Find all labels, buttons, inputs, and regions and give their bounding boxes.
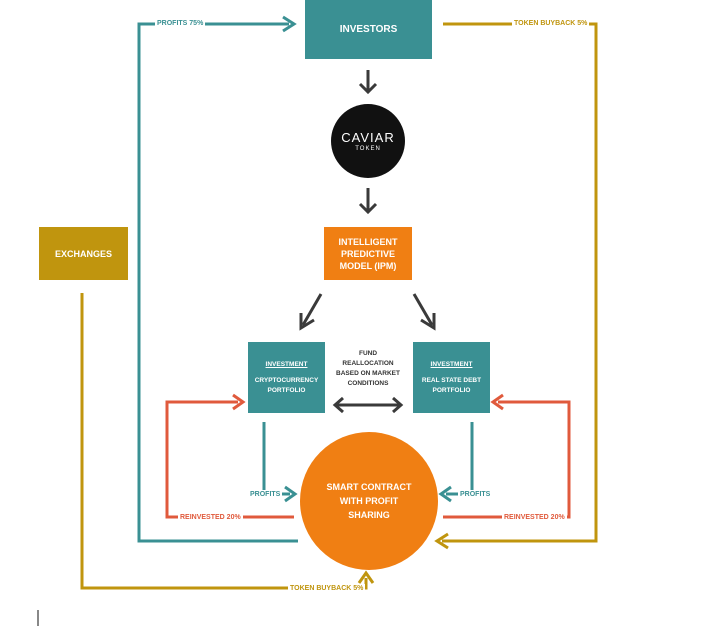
fund-line-3: BASED ON MARKET (336, 370, 400, 377)
ipm-line-2: PREDICTIVE (340, 248, 395, 259)
fund-reallocation-text: FUND REALLOCATION BASED ON MARKET CONDIT… (326, 347, 410, 391)
smart-line-2: WITH PROFIT (339, 496, 399, 506)
smart-line-3: SHARING (348, 510, 390, 520)
ipm-box: INTELLIGENT PREDICTIVE MODEL (IPM) (324, 227, 412, 280)
profits-right-label: PROFITS (458, 490, 493, 499)
investors-box: INVESTORS (305, 0, 432, 59)
token-to-ipm-arrowhead (358, 202, 378, 215)
reinvested-right-connector (443, 400, 571, 519)
reinvested-left-arrowhead (232, 393, 246, 411)
profits-75-connector (137, 22, 298, 543)
ipm-line-1: INTELLIGENT (338, 236, 398, 247)
token-buyback-top-arrowhead (434, 532, 449, 550)
reinvested-left-label: REINVESTED 20% (178, 513, 243, 522)
fund-reallocation-right-head (392, 396, 404, 414)
realestate-profits-connector (446, 422, 474, 496)
ipm-to-realestate-arrow (412, 293, 434, 326)
fund-reallocation-left-head (332, 396, 344, 414)
ipm-to-crypto-arrowhead (299, 313, 315, 331)
caviar-logo-text: CAVIAR (341, 130, 395, 145)
ipm-line-3: MODEL (IPM) (339, 260, 397, 271)
exchanges-box: EXCHANGES (39, 227, 128, 280)
fund-line-1: FUND (358, 350, 378, 357)
realestate-line-1: REAL STATE DEBT (421, 376, 482, 384)
smart-contract-circle (300, 432, 438, 570)
realestate-heading: INVESTMENT (430, 360, 473, 368)
fund-line-4: CONDITIONS (347, 380, 389, 387)
exchanges-label: EXCHANGES (54, 248, 112, 259)
investors-label: INVESTORS (339, 24, 398, 35)
crypto-line-1: CRYPTOCURRENCY (254, 376, 319, 384)
ipm-to-realestate-arrowhead (420, 313, 436, 331)
fund-line-2: REALLOCATION (342, 360, 394, 367)
token-buyback-bottom-arrowhead (357, 570, 375, 584)
profits-75-label: PROFITS 75% (155, 19, 206, 28)
caviar-token-circle (331, 104, 405, 178)
caviar-token: CAVIAR TOKEN (331, 104, 405, 178)
reinvested-right-label: REINVESTED 20% (502, 513, 567, 522)
smart-contract-text: SMART CONTRACT WITH PROFIT SHARING (300, 470, 438, 532)
realestate-profits-arrowhead (438, 485, 452, 503)
token-buyback-top-connector (442, 22, 598, 543)
reinvested-right-arrowhead (490, 393, 504, 411)
token-buyback-bottom-label: TOKEN BUYBACK 5% (288, 584, 366, 593)
investors-to-token-arrowhead (358, 82, 378, 95)
crypto-profits-arrowhead (284, 485, 298, 503)
realestate-line-2: PORTFOLIO (432, 386, 471, 394)
crypto-heading: INVESTMENT (265, 360, 308, 368)
realestate-portfolio-box: INVESTMENT REAL STATE DEBT PORTFOLIO (413, 342, 490, 413)
crypto-profits-connector (262, 422, 290, 496)
profits-left-label: PROFITS (248, 490, 283, 499)
caviar-token-sub: TOKEN (355, 146, 381, 152)
crypto-line-2: PORTFOLIO (267, 386, 306, 394)
ipm-to-crypto-arrow (301, 293, 323, 326)
reinvested-left-connector (165, 400, 294, 519)
token-buyback-bottom-connector (80, 293, 368, 590)
smart-line-1: SMART CONTRACT (326, 482, 412, 492)
token-buyback-top-label: TOKEN BUYBACK 5% (512, 19, 590, 28)
crypto-portfolio-box: INVESTMENT CRYPTOCURRENCY PORTFOLIO (248, 342, 325, 413)
profits-75-arrowhead (282, 15, 297, 33)
